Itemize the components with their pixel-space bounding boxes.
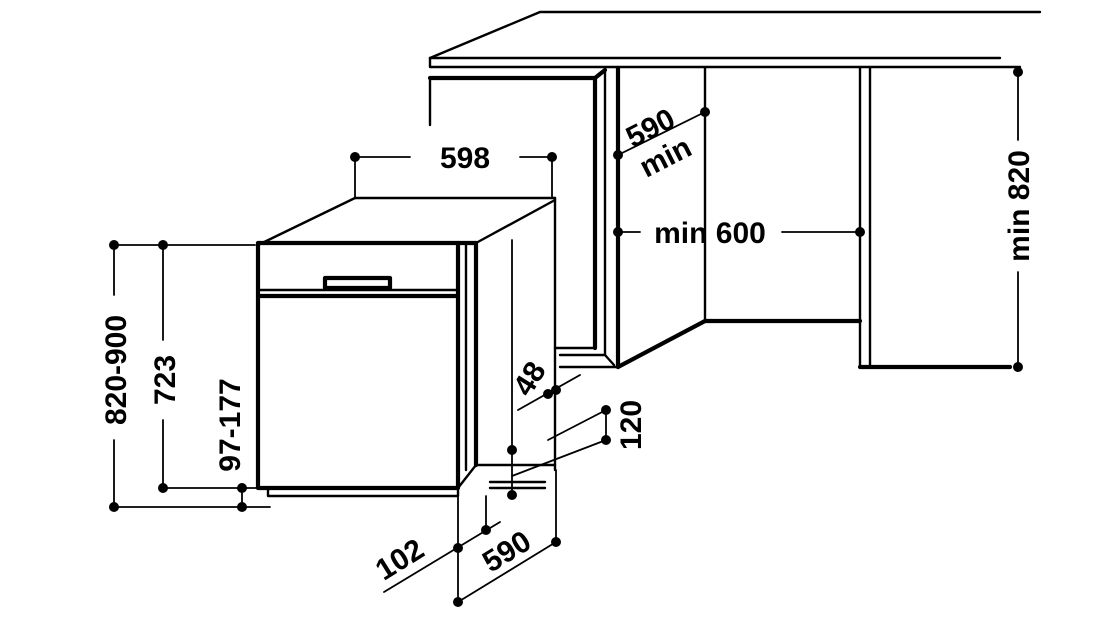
label-min-820: min 820 <box>1003 150 1036 262</box>
dim-niche-width: min 600 <box>613 217 865 250</box>
label-598: 598 <box>440 142 490 175</box>
label-820-900: 820-900 <box>100 315 133 425</box>
dim-height-820-900: 820-900 <box>100 240 271 512</box>
dim-plinth-97-177: 97-177 <box>214 378 247 512</box>
right-cabinet <box>857 66 1013 370</box>
dim-depth-590: 590 <box>453 469 561 607</box>
label-min-600: min 600 <box>654 217 766 250</box>
dim-niche-height: min 820 <box>1003 67 1036 372</box>
dishwasher <box>255 196 557 498</box>
countertop <box>428 10 1042 69</box>
label-120: 120 <box>615 400 648 450</box>
left-cabinet <box>427 65 621 370</box>
label-723: 723 <box>149 355 182 405</box>
dim-height-120: 120 <box>507 400 648 477</box>
label-97-177: 97-177 <box>214 378 247 471</box>
feet <box>266 486 460 498</box>
dim-depth-590-min: 590 min <box>613 102 710 184</box>
dim-width-598: 598 <box>350 142 557 199</box>
door-handle <box>322 275 393 291</box>
label-102: 102 <box>370 533 430 588</box>
